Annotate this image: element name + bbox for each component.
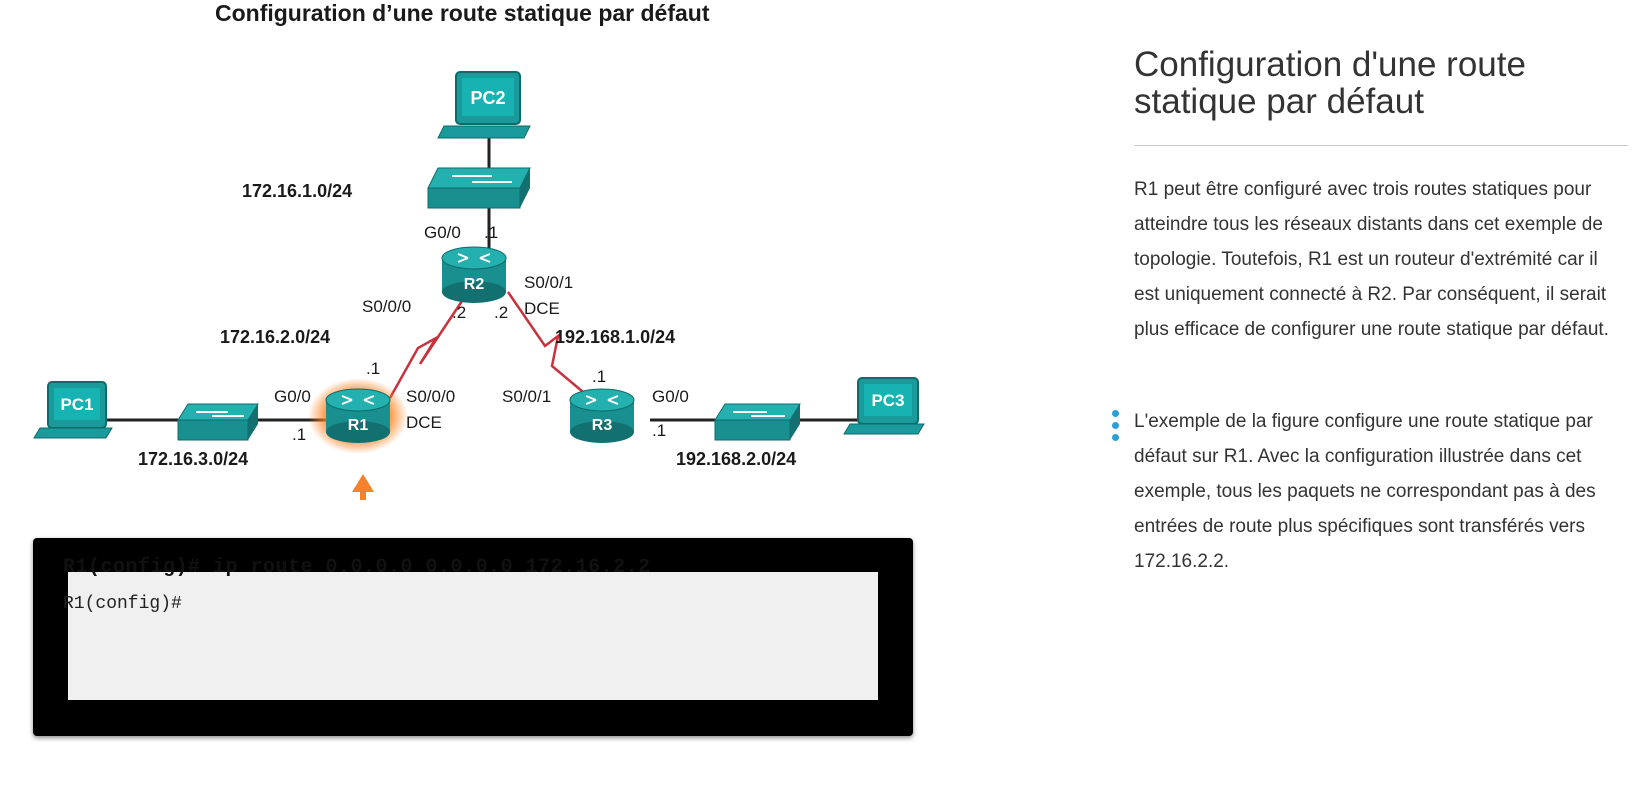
figure-title: Configuration d’une route statique par d… (215, 0, 710, 26)
pc1-icon: PC1 (33, 381, 113, 439)
interface-label: S0/0/0 (406, 387, 455, 406)
interface-label: G0/0 (652, 387, 689, 406)
interface-label: G0/0 (424, 223, 461, 242)
interface-label: S0/0/1 (502, 387, 551, 406)
switch-right-icon (714, 403, 801, 441)
switch-left-icon (177, 403, 259, 441)
interface-label: DCE (406, 413, 442, 432)
interface-ip: .1 (652, 421, 666, 440)
interface-ip: .2 (452, 303, 466, 322)
r2-label: R2 (464, 276, 485, 293)
router-r2-icon: R2 (441, 246, 507, 303)
serial-r2-r3 (506, 291, 596, 403)
pc1-label: PC1 (60, 395, 93, 414)
divider (1134, 145, 1628, 146)
interface-label: G0/0 (274, 387, 311, 406)
interface-label: S0/0/0 (362, 297, 411, 316)
network-label: 172.16.1.0/24 (242, 181, 352, 201)
r3-label: R3 (592, 417, 613, 434)
pc2-label: PC2 (470, 88, 505, 108)
network-label: 192.168.1.0/24 (555, 327, 675, 347)
interface-ip: .1 (484, 223, 498, 242)
serial-r1-r2 (388, 291, 470, 399)
paragraph: R1 peut être configuré avec trois routes… (1134, 179, 1609, 340)
cli-terminal: R1(config)# ip route 0.0.0.0 0.0.0.0 172… (33, 538, 913, 736)
interface-label: DCE (524, 299, 560, 318)
router-r3-icon: R3 (569, 388, 635, 443)
more-dots-icon[interactable] (1112, 410, 1120, 446)
network-label: 172.16.3.0/24 (138, 449, 248, 469)
topology-diagram: PC2 R2 R1 R3 PC1 (33, 71, 925, 500)
interface-ip: .1 (292, 425, 306, 444)
panel-title: Configuration d'une route statique par d… (1134, 45, 1526, 121)
serial-links (388, 291, 596, 403)
network-label: 192.168.2.0/24 (676, 449, 796, 469)
paragraph: L'exemple de la figure configure une rou… (1134, 411, 1596, 572)
interface-label: S0/0/1 (524, 273, 573, 292)
router-r1-icon: R1 (308, 378, 408, 454)
interface-ip: .1 (592, 367, 606, 386)
arrow-icon (352, 474, 374, 500)
pc2-icon: PC2 (437, 71, 531, 139)
interface-ip: .1 (366, 359, 380, 378)
interface-ip: .2 (494, 303, 508, 322)
terminal-prompt: R1(config)# (63, 594, 182, 614)
terminal-command: R1(config)# ip route 0.0.0.0 0.0.0.0 172… (63, 556, 651, 579)
r1-label: R1 (348, 417, 369, 434)
terminal-screen (68, 572, 878, 700)
pc3-label: PC3 (871, 391, 904, 410)
pc3-icon: PC3 (843, 377, 925, 435)
switch-top-icon (427, 167, 531, 209)
network-label: 172.16.2.0/24 (220, 327, 330, 347)
